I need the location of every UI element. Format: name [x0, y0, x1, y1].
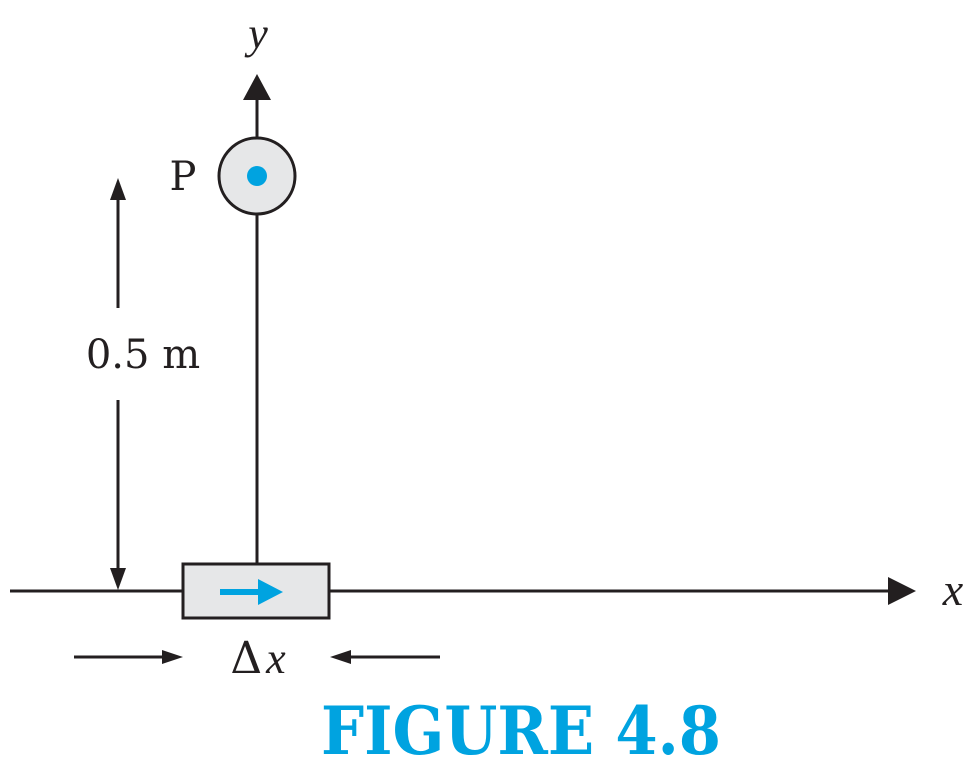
distance-arrowhead-top — [110, 178, 126, 200]
point-p-label: P — [170, 154, 197, 200]
distance-label: 0.5 m — [86, 332, 200, 378]
delta-x-label: Δx — [230, 633, 286, 684]
y-axis-label: y — [244, 9, 268, 58]
figure-caption: FIGURE 4.8 — [321, 692, 721, 766]
delta-variable: x — [265, 634, 286, 683]
x-axis-label: x — [942, 564, 964, 615]
delta-arrowhead-left — [162, 650, 183, 664]
x-axis-arrowhead — [888, 577, 916, 605]
field-dot-icon — [247, 166, 267, 186]
delta-symbol: Δ — [230, 633, 262, 684]
right-arrow-icon — [220, 579, 283, 605]
point-p-marker — [217, 136, 297, 216]
distance-arrowhead-bottom — [110, 568, 126, 590]
y-axis-arrowhead — [243, 74, 271, 100]
delta-arrowhead-right — [330, 650, 351, 664]
